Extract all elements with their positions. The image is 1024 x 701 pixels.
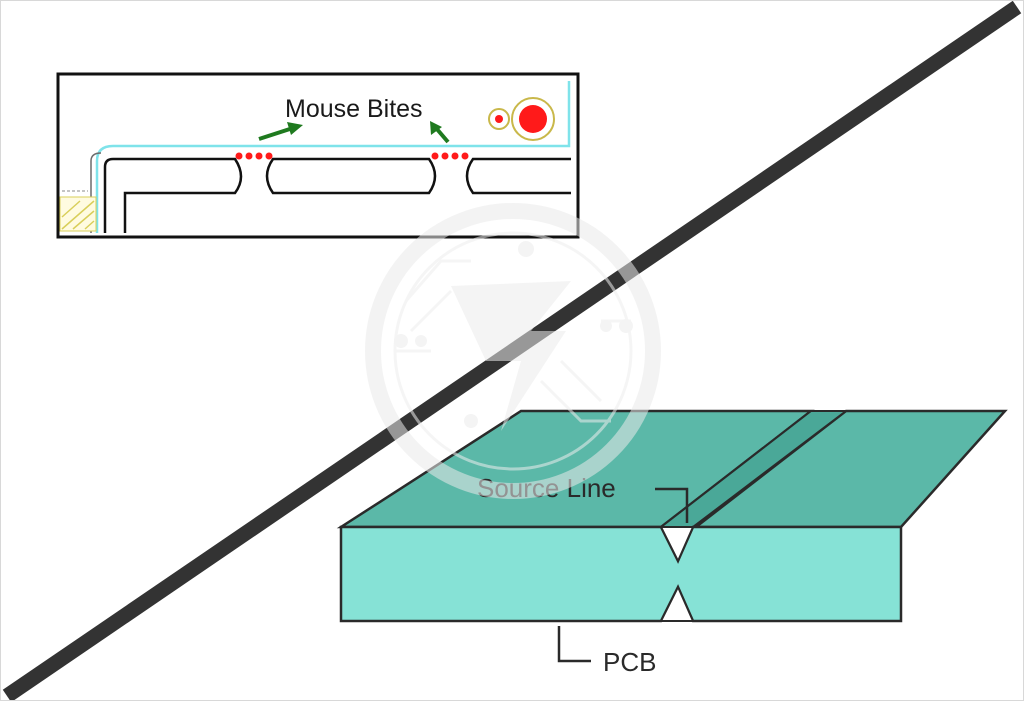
mouse-bites-left bbox=[235, 152, 273, 160]
mouse-bites-right bbox=[431, 152, 469, 160]
bite-dot bbox=[255, 152, 263, 160]
bite-dot bbox=[461, 152, 469, 160]
green-arrow-icon bbox=[258, 122, 303, 141]
fiducial-marks bbox=[488, 97, 555, 141]
bite-dot bbox=[235, 152, 243, 160]
logo-watermark-icon bbox=[365, 203, 661, 499]
bite-dot bbox=[451, 152, 459, 160]
bite-dot bbox=[431, 152, 439, 160]
bite-dot bbox=[245, 152, 253, 160]
board-outline-right bbox=[465, 157, 571, 195]
pcb-leader-line bbox=[557, 626, 591, 663]
pcb-vscore-panel: Source Line PCB bbox=[336, 409, 1008, 677]
mouse-bites-panel: Mouse Bites bbox=[56, 72, 580, 239]
pcb-label: PCB bbox=[603, 647, 656, 677]
board-slot-middle bbox=[265, 157, 437, 195]
board-outline-left bbox=[103, 157, 243, 233]
v-notch-top bbox=[659, 526, 695, 564]
v-notch-bottom bbox=[659, 584, 695, 622]
bite-dot bbox=[265, 152, 273, 160]
bite-dot bbox=[441, 152, 449, 160]
hatched-corner bbox=[59, 190, 97, 232]
green-arrow-icon bbox=[430, 121, 450, 144]
board-front-face bbox=[339, 525, 903, 623]
mouse-bites-label: Mouse Bites bbox=[285, 95, 423, 123]
board-edge-gray bbox=[90, 152, 102, 233]
groove-leader-line bbox=[655, 487, 689, 523]
board-edge-trace bbox=[95, 81, 571, 233]
